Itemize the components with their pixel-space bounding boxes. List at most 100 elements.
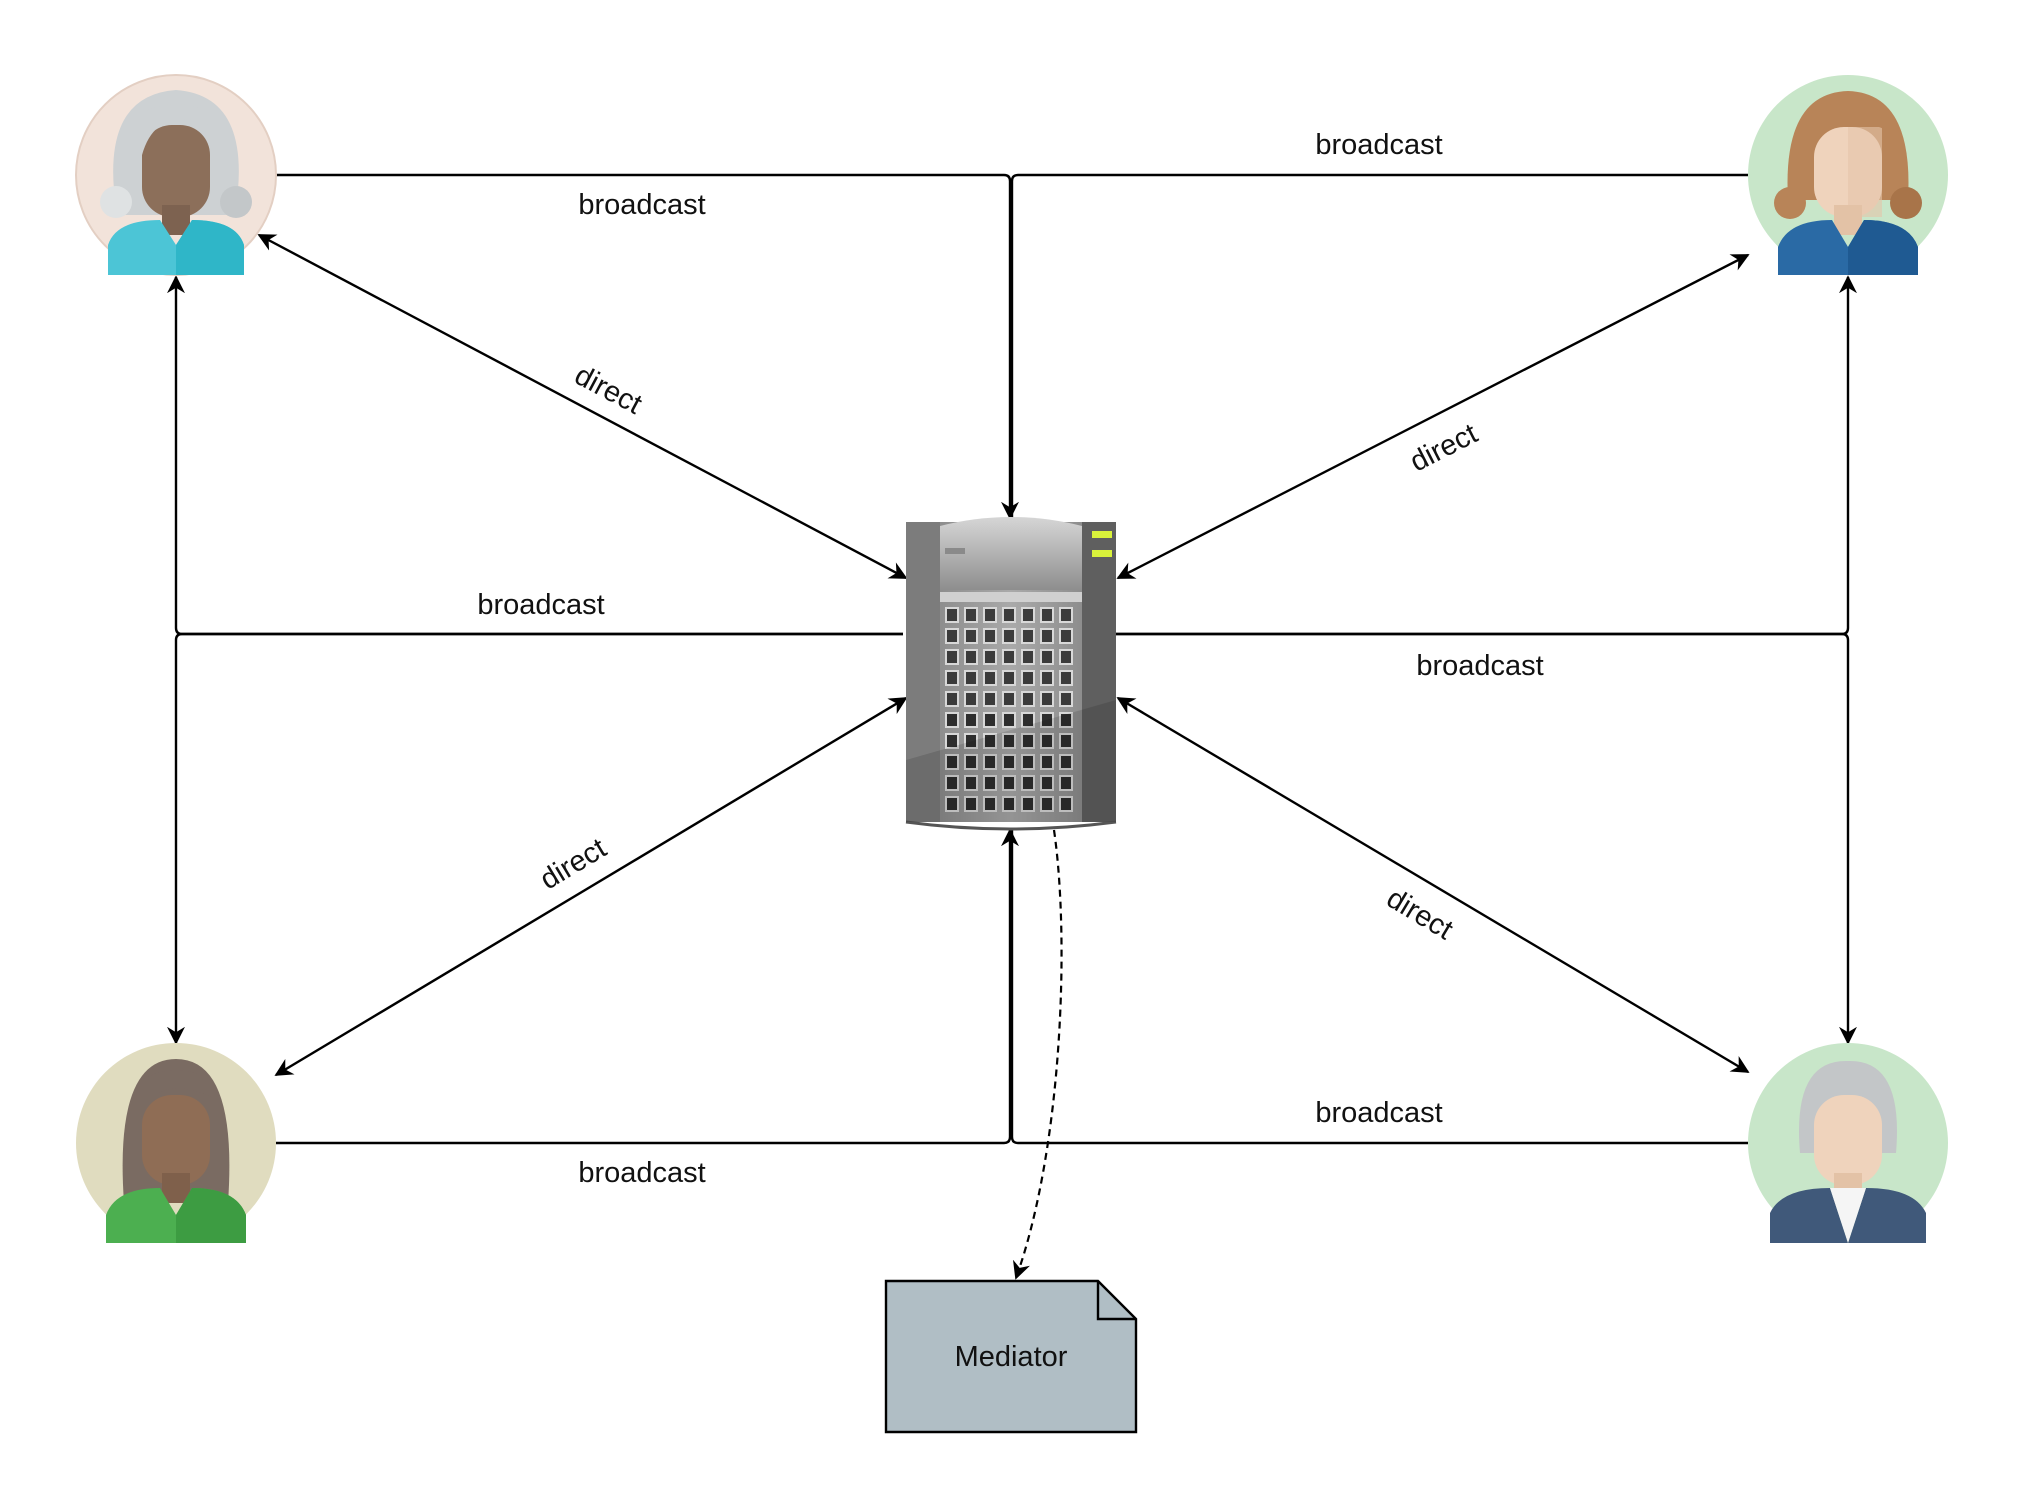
server-vent <box>1040 691 1054 707</box>
edge-broadcast-mid-right-down <box>1115 632 1857 1045</box>
server-vent <box>1040 775 1054 791</box>
server-vent <box>1059 754 1073 770</box>
server-vent <box>1021 775 1035 791</box>
server-vent <box>964 796 978 812</box>
label-direct-top-right: direct <box>1405 418 1483 479</box>
server-vent <box>945 712 959 728</box>
server-vent <box>945 607 959 623</box>
server-vent <box>945 691 959 707</box>
server-vent <box>1040 712 1054 728</box>
server-vent <box>1059 691 1073 707</box>
edge-broadcast-mid-right <box>1115 275 1857 636</box>
server-vent <box>964 754 978 770</box>
edge-server-to-mediator <box>1013 829 1063 1280</box>
server-vent <box>1002 796 1016 812</box>
server-vent <box>1021 733 1035 749</box>
server-vent <box>945 754 959 770</box>
server-vent <box>1021 670 1035 686</box>
server-vent <box>983 628 997 644</box>
server-vent <box>964 733 978 749</box>
server-vent <box>945 628 959 644</box>
label-broadcast-bottom-right: broadcast <box>1315 1097 1442 1129</box>
server-vent <box>964 712 978 728</box>
edge-broadcast-bottom-right <box>1010 830 1748 1145</box>
server-vent <box>964 775 978 791</box>
edge-broadcast-top-right <box>1010 173 1748 518</box>
server-vent <box>1002 649 1016 665</box>
server-vent <box>964 670 978 686</box>
server-vent <box>983 607 997 623</box>
server-vent <box>964 607 978 623</box>
server-vent <box>1059 607 1073 623</box>
server-vent <box>1040 607 1054 623</box>
server-vent <box>983 796 997 812</box>
server-vent <box>983 670 997 686</box>
avatar-top-right[interactable] <box>1748 75 1948 275</box>
edge-direct-bottom-left <box>274 696 908 1077</box>
server-vent <box>983 712 997 728</box>
avatar-bottom-left[interactable] <box>76 1043 276 1243</box>
label-broadcast-top-right: broadcast <box>1315 129 1442 161</box>
label-direct-top-left: direct <box>569 359 647 421</box>
avatar-bottom-right[interactable] <box>1748 1043 1948 1243</box>
label-broadcast-mid-left: broadcast <box>477 589 604 621</box>
server-vent <box>1059 796 1073 812</box>
server-vent <box>1021 712 1035 728</box>
server-vent <box>1002 754 1016 770</box>
server-vents <box>945 607 1073 812</box>
edge-direct-top-left <box>257 233 908 580</box>
label-direct-bottom-left: direct <box>535 832 612 896</box>
edge-broadcast-top-left <box>276 173 1019 520</box>
server-vent <box>1059 712 1073 728</box>
server-vent <box>1059 775 1073 791</box>
server-vent <box>1021 691 1035 707</box>
server-vent <box>1021 796 1035 812</box>
server-vent <box>945 733 959 749</box>
server-icon[interactable] <box>905 517 1117 831</box>
server-vent <box>1040 733 1054 749</box>
server-vent <box>1040 754 1054 770</box>
mediator-note[interactable]: Mediator <box>884 1279 1138 1434</box>
server-vent <box>964 628 978 644</box>
server-vent <box>1059 649 1073 665</box>
server-vent <box>1021 628 1035 644</box>
server-vent <box>1040 670 1054 686</box>
server-vent <box>1059 733 1073 749</box>
server-vent <box>1021 607 1035 623</box>
server-vent <box>983 775 997 791</box>
edge-broadcast-mid-left <box>167 275 903 636</box>
server-vent <box>1021 649 1035 665</box>
server-vent <box>945 670 959 686</box>
edge-direct-top-right <box>1116 253 1750 580</box>
edge-broadcast-mid-left-down <box>167 632 903 1045</box>
server-vent <box>983 691 997 707</box>
server-vent <box>1059 670 1073 686</box>
server-vent <box>1002 775 1016 791</box>
server-vent <box>945 775 959 791</box>
server-vent <box>945 649 959 665</box>
server-vent <box>1002 607 1016 623</box>
edge-direct-bottom-right <box>1116 696 1750 1074</box>
server-vent <box>1040 649 1054 665</box>
server-vent <box>964 649 978 665</box>
server-vent <box>983 649 997 665</box>
server-vent <box>983 733 997 749</box>
server-vent <box>1021 754 1035 770</box>
label-broadcast-mid-right: broadcast <box>1416 650 1543 682</box>
server-vent <box>983 754 997 770</box>
server-vent <box>1002 628 1016 644</box>
server-vent <box>1040 628 1054 644</box>
avatar-top-left[interactable] <box>75 74 277 276</box>
edge-broadcast-bottom-left <box>276 828 1019 1145</box>
label-broadcast-top-left: broadcast <box>578 189 705 221</box>
label-broadcast-bottom-left: broadcast <box>578 1157 705 1189</box>
server-vent <box>1002 712 1016 728</box>
server-vent <box>1002 670 1016 686</box>
server-vent <box>1002 691 1016 707</box>
server-vent <box>1002 733 1016 749</box>
mediator-label: Mediator <box>955 1341 1068 1373</box>
server-vent <box>964 691 978 707</box>
server-vent <box>945 796 959 812</box>
server-vent <box>1059 628 1073 644</box>
